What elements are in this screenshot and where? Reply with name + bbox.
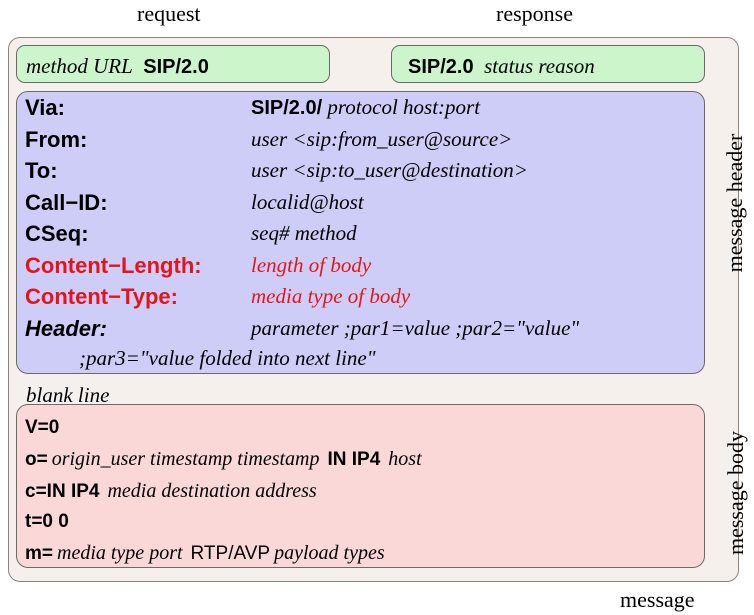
request-label: request bbox=[137, 1, 201, 26]
body-text: media type port bbox=[57, 542, 183, 564]
body-line-c: c=IN IP4 media destination address bbox=[25, 480, 317, 503]
header-name: From: bbox=[25, 127, 88, 152]
message-label: message bbox=[620, 587, 695, 612]
header-value-bold: SIP/2.0/ bbox=[251, 97, 323, 119]
body-bold: IN IP4 bbox=[327, 449, 381, 470]
body-text: payload types bbox=[274, 542, 385, 564]
body-line-m: m= media type port RTP/AVP payload types bbox=[25, 542, 385, 565]
header-value: user <sip:from_user@source> bbox=[251, 127, 513, 151]
body-key: m= bbox=[25, 543, 53, 564]
header-value: protocol host:port bbox=[327, 95, 481, 119]
header-value: media type of body bbox=[251, 284, 411, 308]
status-reason: status reason bbox=[484, 54, 595, 78]
body-line-t: t=0 0 bbox=[25, 511, 69, 533]
header-name: Header: bbox=[25, 316, 107, 341]
status-version: SIP/2.0 bbox=[408, 56, 474, 78]
body-text: host bbox=[388, 448, 422, 470]
body-line-o: o= origin_user timestamp timestamp IN IP… bbox=[25, 448, 422, 471]
body-key: t=0 0 bbox=[25, 511, 69, 532]
header-name: CSeq: bbox=[25, 221, 89, 246]
message-header-label: message header bbox=[722, 133, 747, 273]
header-name: Via: bbox=[25, 95, 65, 120]
header-value: localid@host bbox=[251, 190, 364, 214]
message-header-box bbox=[16, 91, 705, 374]
body-text: origin_user timestamp timestamp bbox=[51, 448, 320, 470]
header-value: length of body bbox=[251, 253, 372, 277]
header-name: To: bbox=[25, 158, 58, 183]
message-body-label: message body bbox=[723, 430, 748, 556]
blank-line-label: blank line bbox=[26, 383, 110, 407]
body-key: c=IN IP4 bbox=[25, 481, 100, 502]
body-line-v: V=0 bbox=[25, 417, 59, 439]
body-key: V=0 bbox=[25, 417, 60, 438]
request-method-url: method URL bbox=[26, 54, 133, 78]
header-value: seq# method bbox=[251, 221, 357, 245]
status-line-box: SIP/2.0 status reason bbox=[391, 45, 705, 83]
header-name: Call−ID: bbox=[25, 190, 108, 215]
header-value: user <sip:to_user@destination> bbox=[251, 158, 528, 182]
response-label: response bbox=[496, 1, 573, 26]
body-key: o= bbox=[25, 449, 48, 470]
header-name: Content−Type: bbox=[25, 284, 178, 309]
header-continuation: ;par3="value folded into next line" bbox=[79, 346, 376, 370]
body-text: media destination address bbox=[107, 480, 317, 502]
header-value: parameter ;par1=value ;par2="value" bbox=[251, 316, 580, 340]
request-version: SIP/2.0 bbox=[143, 56, 209, 78]
request-line-box: method URL SIP/2.0 bbox=[16, 45, 330, 83]
body-plain: RTP/AVP bbox=[190, 543, 271, 564]
header-name: Content−Length: bbox=[25, 253, 202, 278]
message-body-box bbox=[16, 404, 705, 568]
